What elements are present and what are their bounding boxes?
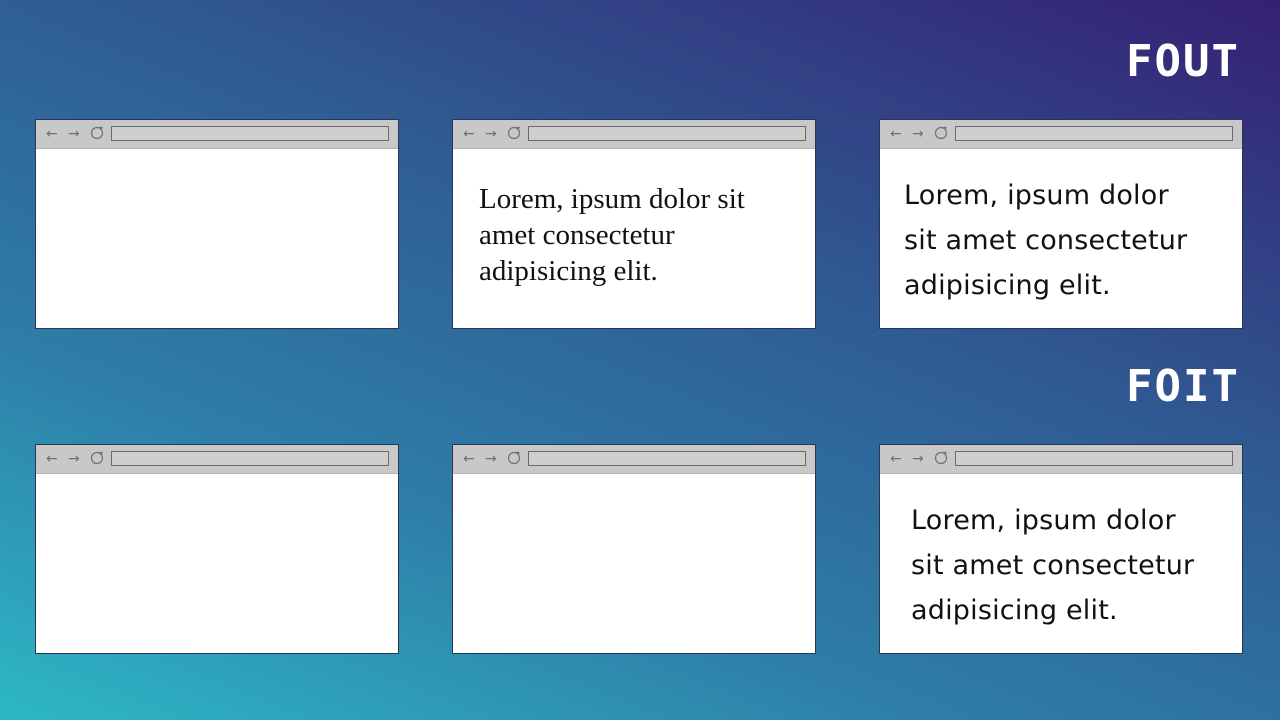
text-line: Lorem, ipsum dolor sit xyxy=(479,183,745,215)
arrow-left-icon[interactable]: ← xyxy=(46,451,58,467)
foit-browser-stage-2-invisible: ← → xyxy=(452,444,816,654)
webfont-text: Lorem, ipsum dolor sit amet consectetur … xyxy=(904,173,1234,308)
browser-toolbar: ← → xyxy=(880,120,1242,149)
arrow-right-icon[interactable]: → xyxy=(68,126,80,142)
reload-icon[interactable] xyxy=(90,451,104,465)
foit-browser-stage-3-webfont: ← → Lorem, ipsum dolor sit amet consecte… xyxy=(879,444,1243,654)
text-line: sit amet consectetur xyxy=(904,225,1188,256)
arrow-left-icon[interactable]: ← xyxy=(463,451,475,467)
address-bar[interactable] xyxy=(955,126,1233,141)
reload-icon[interactable] xyxy=(934,451,948,465)
address-bar[interactable] xyxy=(111,126,389,141)
arrow-left-icon[interactable]: ← xyxy=(890,451,902,467)
address-bar[interactable] xyxy=(528,451,806,466)
arrow-right-icon[interactable]: → xyxy=(68,451,80,467)
text-line: adipisicing elit. xyxy=(911,595,1118,626)
browser-content: Lorem, ipsum dolor sit amet consectetur … xyxy=(453,149,815,328)
browser-content xyxy=(36,149,398,328)
text-line: sit amet consectetur xyxy=(911,550,1195,581)
arrow-right-icon[interactable]: → xyxy=(485,451,497,467)
arrow-right-icon[interactable]: → xyxy=(485,126,497,142)
text-line: adipisicing elit. xyxy=(479,255,658,287)
text-line: adipisicing elit. xyxy=(904,270,1111,301)
reload-icon[interactable] xyxy=(507,126,521,140)
browser-toolbar: ← → xyxy=(453,445,815,474)
fout-browser-stage-1-blank: ← → xyxy=(35,119,399,329)
arrow-left-icon[interactable]: ← xyxy=(46,126,58,142)
text-line: amet consectetur xyxy=(479,219,675,251)
address-bar[interactable] xyxy=(111,451,389,466)
fout-browser-stage-2-fallback: ← → Lorem, ipsum dolor sit amet consecte… xyxy=(452,119,816,329)
address-bar[interactable] xyxy=(528,126,806,141)
reload-icon[interactable] xyxy=(934,126,948,140)
address-bar[interactable] xyxy=(955,451,1233,466)
browser-content xyxy=(453,474,815,653)
browser-content xyxy=(36,474,398,653)
browser-toolbar: ← → xyxy=(36,120,398,149)
browser-toolbar: ← → xyxy=(36,445,398,474)
arrow-left-icon[interactable]: ← xyxy=(463,126,475,142)
browser-toolbar: ← → xyxy=(880,445,1242,474)
webfont-text: Lorem, ipsum dolor sit amet consectetur … xyxy=(911,498,1234,633)
browser-content: Lorem, ipsum dolor sit amet consectetur … xyxy=(880,149,1242,328)
fallback-font-text: Lorem, ipsum dolor sit amet consectetur … xyxy=(479,181,795,289)
browser-content: Lorem, ipsum dolor sit amet consectetur … xyxy=(880,474,1242,653)
fout-browser-stage-3-webfont: ← → Lorem, ipsum dolor sit amet consecte… xyxy=(879,119,1243,329)
browser-toolbar: ← → xyxy=(453,120,815,149)
foit-heading: FOIT xyxy=(1126,361,1240,412)
text-line: Lorem, ipsum dolor xyxy=(904,180,1169,211)
text-line: Lorem, ipsum dolor xyxy=(911,505,1176,536)
arrow-right-icon[interactable]: → xyxy=(912,451,924,467)
reload-icon[interactable] xyxy=(90,126,104,140)
arrow-left-icon[interactable]: ← xyxy=(890,126,902,142)
fout-heading: FOUT xyxy=(1126,36,1240,87)
reload-icon[interactable] xyxy=(507,451,521,465)
arrow-right-icon[interactable]: → xyxy=(912,126,924,142)
foit-browser-stage-1-blank: ← → xyxy=(35,444,399,654)
